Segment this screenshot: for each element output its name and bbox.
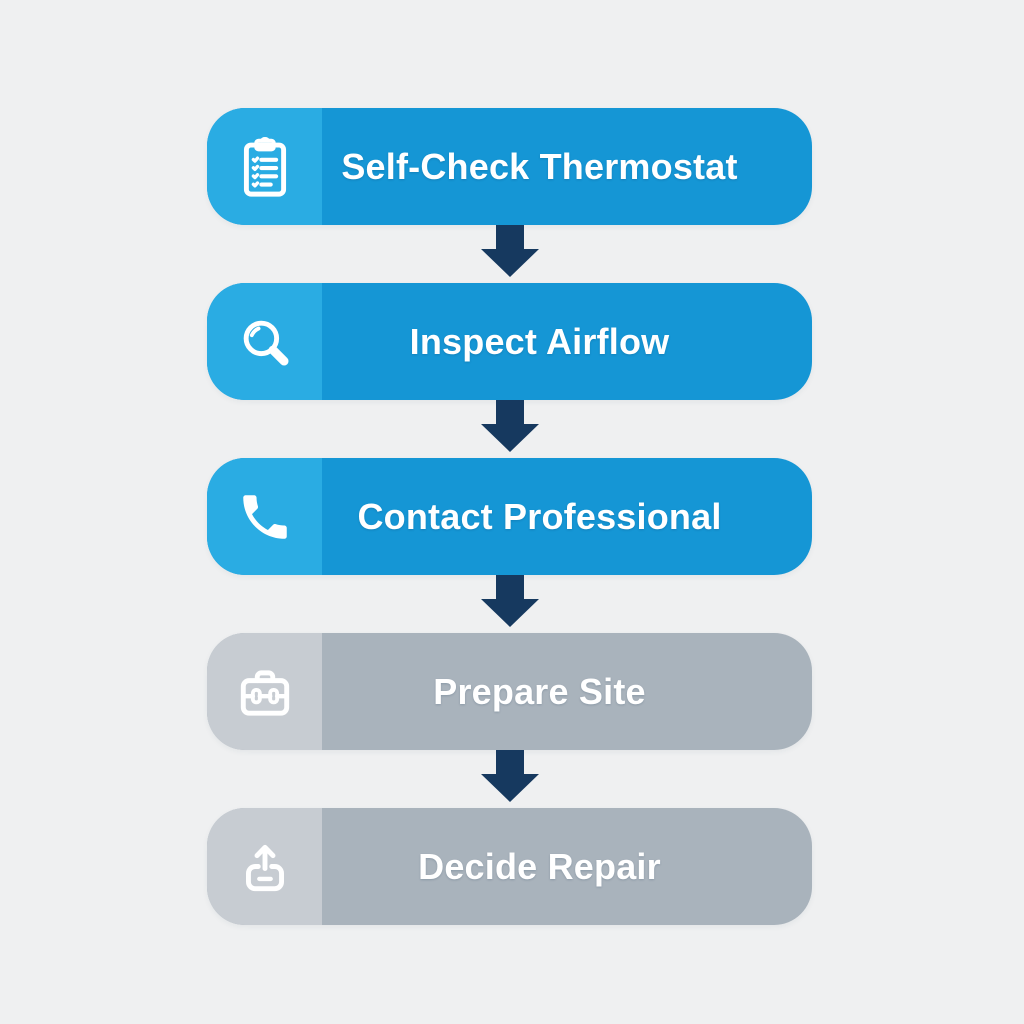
step-self-check-thermostat: Self-Check Thermostat <box>207 108 812 225</box>
down-arrow-icon <box>480 750 539 802</box>
step-label: Prepare Site <box>433 670 646 712</box>
step-inspect-airflow: Inspect Airflow <box>207 283 812 400</box>
down-arrow-icon <box>480 400 539 452</box>
step-label: Decide Repair <box>418 845 661 887</box>
step-icon-block <box>207 458 322 575</box>
step-decide-repair: Decide Repair <box>207 808 812 925</box>
upload-icon <box>245 844 284 891</box>
phone-icon <box>242 494 287 539</box>
step-contact-professional: Contact Professional <box>207 458 812 575</box>
step-icon-block <box>207 283 322 400</box>
connector-arrow <box>207 225 812 283</box>
connector-arrow <box>207 575 812 633</box>
step-label: Self-Check Thermostat <box>341 145 738 187</box>
toolbox-icon <box>240 669 289 716</box>
step-prepare-site: Prepare Site <box>207 633 812 750</box>
step-icon-block <box>207 633 322 750</box>
step-label: Inspect Airflow <box>409 320 670 362</box>
step-label: Contact Professional <box>357 495 722 537</box>
down-arrow-icon <box>480 575 539 627</box>
step-icon-block <box>207 108 322 225</box>
connector-arrow <box>207 400 812 458</box>
flowchart: Self-Check Thermostat Inspect Airflow <box>207 108 812 925</box>
magnifier-icon <box>243 320 289 366</box>
clipboard-checklist-icon <box>243 136 286 197</box>
step-icon-block <box>207 808 322 925</box>
down-arrow-icon <box>480 225 539 277</box>
connector-arrow <box>207 750 812 808</box>
